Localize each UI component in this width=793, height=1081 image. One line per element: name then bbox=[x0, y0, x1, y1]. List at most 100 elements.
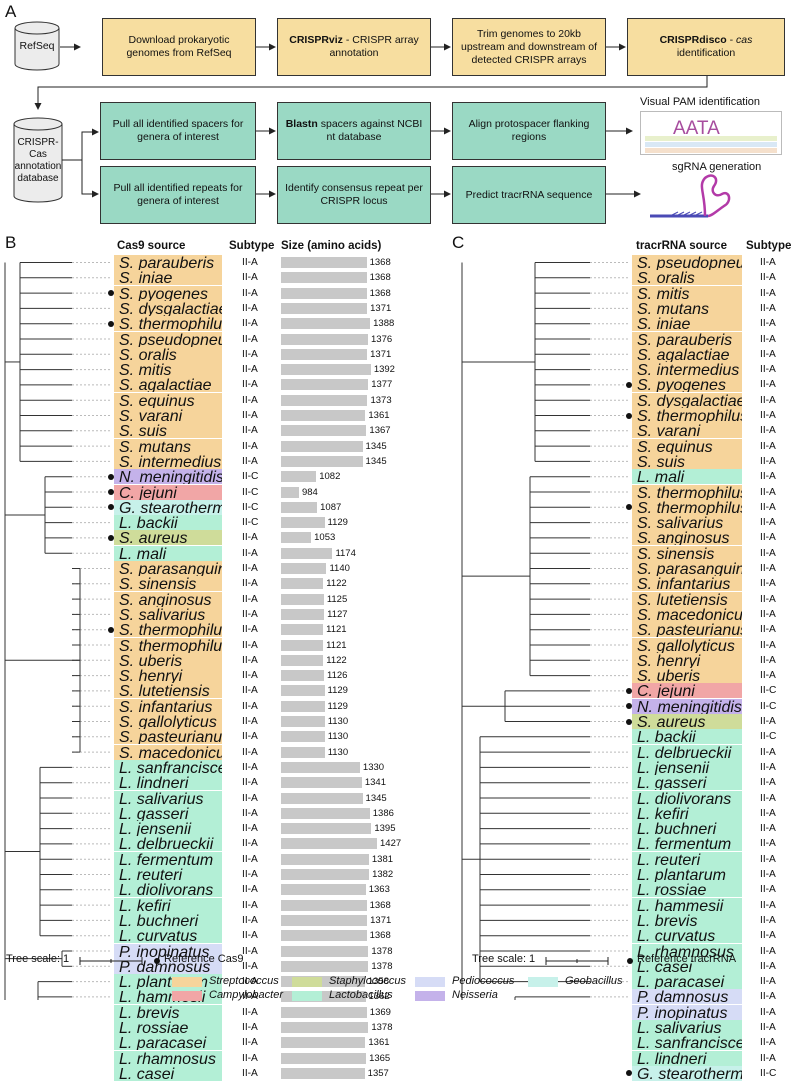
cas9-size-bar bbox=[281, 272, 367, 284]
cas9-source-s-intermedius: S. intermedius bbox=[114, 453, 222, 469]
step-crisprdisco: CRISPRdisco - cas identification bbox=[627, 18, 785, 76]
cas9-size-value: 1121 bbox=[326, 624, 347, 636]
cas9-source-s-parauberis: S. parauberis bbox=[114, 255, 222, 270]
cas9-size-bar bbox=[281, 348, 368, 360]
tracrrna-subtype: II-A bbox=[760, 716, 776, 727]
tracrrna-source-l-delbrueckii: L. delbrueckii bbox=[632, 744, 742, 760]
cas9-subtype: II-A bbox=[242, 639, 258, 651]
cas9-size-value: 1357 bbox=[367, 1067, 389, 1079]
panel-b-subtype-header: Subtype bbox=[229, 240, 275, 252]
reference-dot-icon bbox=[108, 290, 114, 297]
cas9-size-value: 1122 bbox=[326, 654, 347, 666]
cas9-source-l-jensenii: L. jensenii bbox=[114, 821, 222, 837]
cas9-size-bar bbox=[281, 1037, 366, 1049]
cas9-size-value: 1368 bbox=[369, 899, 391, 911]
cas9-source-s-mutans: S. mutans bbox=[114, 438, 222, 454]
tracrrna-subtype: II-A bbox=[760, 302, 776, 314]
sgrna-generation-label: sgRNA generation bbox=[672, 161, 762, 173]
cas9-phylogenetic-tree bbox=[4, 262, 112, 1000]
cas9-source-s-mitis: S. mitis bbox=[114, 362, 222, 378]
cas9-size-bar bbox=[281, 777, 362, 789]
cas9-source-g-stearothermophilus: G. stearothermophilus bbox=[114, 499, 222, 515]
cas9-size-bar bbox=[281, 761, 360, 773]
cas9-subtype: II-A bbox=[242, 410, 258, 421]
cas9-subtype: II-A bbox=[242, 257, 258, 268]
cas9-source-l-diolivorans: L. diolivorans bbox=[114, 882, 222, 898]
cas9-subtype: II-A bbox=[242, 792, 258, 804]
panel-label-c: C bbox=[452, 233, 465, 252]
cas9-size-bar bbox=[281, 455, 363, 467]
tracrrna-subtype: II-C bbox=[760, 731, 777, 743]
cas9-size-bar bbox=[281, 853, 369, 865]
panel-c-reference-label: Reference tracrRNA bbox=[637, 953, 737, 965]
tracrrna-phylogenetic-tree bbox=[461, 262, 630, 1000]
cas9-size-value: 1377 bbox=[371, 379, 393, 391]
cas9-size-value: 1358 bbox=[367, 976, 389, 988]
cas9-subtype: II-A bbox=[242, 991, 258, 1003]
cas9-subtype: II-A bbox=[242, 563, 258, 574]
tracrrna-subtype: II-A bbox=[760, 1037, 776, 1049]
cas9-subtype: II-A bbox=[242, 670, 258, 682]
cas9-subtype: II-A bbox=[242, 884, 258, 896]
tracrrna-source-s-parauberis: S. parauberis bbox=[632, 331, 742, 347]
cas9-subtype: II-C bbox=[242, 501, 259, 513]
cas9-size-value: 1386 bbox=[372, 807, 394, 819]
cas9-size-bar bbox=[281, 257, 367, 268]
cas9-source-s-thermophilus-3: S. thermophilus 3 bbox=[114, 316, 222, 332]
reference-dot-icon bbox=[108, 320, 114, 327]
cas9-size-value: 1130 bbox=[327, 731, 349, 743]
tracrrna-subtype: II-A bbox=[760, 425, 776, 437]
cas9-size-bar bbox=[281, 410, 366, 421]
cas9-subtype: II-A bbox=[242, 272, 258, 284]
cas9-source-s-uberis: S. uberis bbox=[114, 652, 222, 668]
cas9-size-bar bbox=[281, 914, 368, 926]
panel-b-tree-scale: Tree scale: 1 bbox=[6, 953, 70, 965]
tracrrna-source-s-lutetiensis: S. lutetiensis bbox=[632, 591, 742, 607]
cas9-size-bar bbox=[281, 364, 371, 376]
cas9-source-s-pyogenes: S. pyogenes bbox=[114, 285, 222, 301]
tracrrna-subtype: II-A bbox=[760, 945, 776, 957]
cas9-size-bar bbox=[281, 1067, 365, 1079]
cas9-size-bar bbox=[281, 471, 317, 483]
reference-dot-icon bbox=[626, 687, 632, 694]
tracrrna-source-p-inopinatus: P. inopinatus bbox=[632, 1004, 742, 1020]
tracrrna-subtype: II-A bbox=[760, 960, 776, 972]
cas9-size-bar bbox=[281, 532, 312, 544]
cas9-size-bar bbox=[281, 440, 363, 452]
cas9-size-value: 1130 bbox=[327, 716, 349, 727]
tracrrna-subtype: II-A bbox=[760, 333, 776, 345]
cas9-subtype: II-A bbox=[242, 425, 258, 437]
cas9-size-bar bbox=[281, 670, 324, 682]
tracrrna-subtype: II-A bbox=[760, 670, 776, 682]
tracrrna-subtype: II-A bbox=[760, 792, 776, 804]
tracrrna-subtype: II-A bbox=[760, 410, 776, 421]
cas9-subtype: II-A bbox=[242, 379, 258, 391]
cas9-size-bar bbox=[281, 333, 369, 345]
cas9-size-value: 1395 bbox=[374, 823, 396, 835]
tracrrna-source-l-brevis: L. brevis bbox=[632, 912, 742, 928]
cas9-size-value: 1376 bbox=[371, 333, 393, 345]
reference-dot-icon bbox=[627, 958, 633, 964]
tracrrna-source-s-gallolyticus: S. gallolyticus bbox=[632, 637, 742, 653]
tracrrna-source-l-gasseri: L. gasseri bbox=[632, 775, 742, 791]
legend-swatch-staph bbox=[292, 977, 322, 987]
cas9-subtype: II-A bbox=[242, 318, 258, 330]
cas9-source-l-buchneri: L. buchneri bbox=[114, 912, 222, 928]
tracrrna-source-s-intermedius: S. intermedius bbox=[632, 362, 742, 378]
reference-dot-icon bbox=[626, 381, 632, 388]
tracrrna-subtype: II-A bbox=[760, 593, 776, 605]
cas9-subtype: II-A bbox=[242, 807, 258, 819]
cas9-subtype: II-A bbox=[242, 578, 258, 590]
cas9-size-value: 1361 bbox=[368, 1037, 390, 1049]
tracrrna-source-l-jensenii: L. jensenii bbox=[632, 759, 742, 775]
cas9-source-l-salivarius: L. salivarius bbox=[114, 790, 222, 806]
reference-dot-icon bbox=[626, 703, 632, 710]
cas9-subtype: II-A bbox=[242, 1022, 258, 1033]
step-download-genomes: Download prokaryotic genomes from RefSeq bbox=[102, 18, 256, 76]
tracrrna-source-l-salivarius: L. salivarius bbox=[632, 1020, 742, 1035]
cas9-size-value: 1174 bbox=[335, 547, 356, 559]
panel-b-scale-bar bbox=[79, 957, 143, 965]
cas9-subtype: II-A bbox=[242, 624, 258, 636]
legend-swatch-geo bbox=[528, 977, 558, 987]
tracrrna-source-s-dysgalactiae: S. dysgalactiae bbox=[632, 392, 742, 408]
